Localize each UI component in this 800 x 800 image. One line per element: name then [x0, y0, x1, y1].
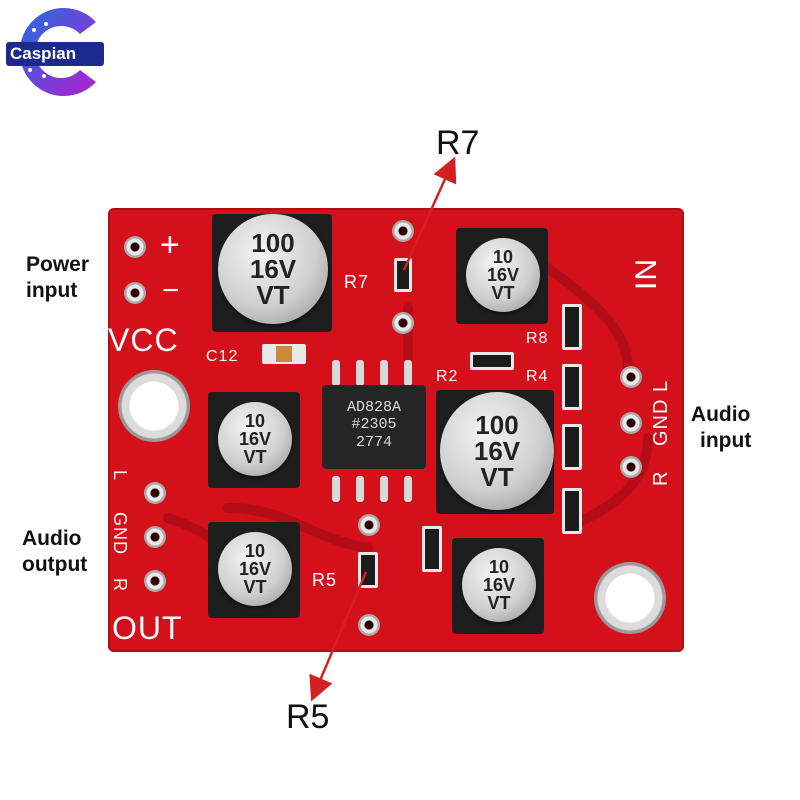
cap-series: VT — [243, 577, 267, 597]
out-silk: OUT — [112, 610, 183, 646]
resistor-right-3 — [562, 424, 582, 470]
r7-top-pad — [392, 220, 414, 242]
cap-series: VT — [243, 447, 267, 467]
audio-in-gnd-pad — [620, 412, 642, 434]
capacitor-100uf-top: 100 16V VT — [218, 214, 328, 324]
cap-series: VT — [480, 462, 514, 492]
r2-silk: R2 — [436, 368, 459, 385]
audio-output-label: Audio output — [22, 526, 87, 579]
cap-voltage: 16V — [473, 436, 521, 466]
callout-r5: R5 — [286, 698, 330, 736]
audio-out-r-pad — [144, 570, 166, 592]
chip-pin — [356, 476, 364, 502]
cap-series: VT — [256, 280, 290, 310]
cap-voltage: 16V — [238, 559, 272, 579]
power-minus-pad — [124, 282, 146, 304]
cap-voltage: 16V — [486, 265, 520, 285]
r5-silk: R5 — [312, 570, 338, 590]
chip-pin — [380, 476, 388, 502]
callout-r7: R7 — [436, 124, 480, 162]
label-line: Power — [26, 253, 90, 276]
cap-voltage: 16V — [238, 429, 272, 449]
capacitor-10uf-left-mid: 10 16V VT — [218, 402, 292, 476]
plus-mark: + — [160, 226, 181, 264]
r5-top-pad — [358, 514, 380, 536]
cap-voltage: 16V — [482, 575, 516, 595]
caspian-logo — [0, 0, 110, 100]
audio-in-l-pad — [620, 366, 642, 388]
resistor-r8 — [562, 304, 582, 350]
r8-silk: R8 — [526, 330, 549, 347]
cap-value: 10 — [244, 541, 266, 561]
resistor-r2 — [470, 352, 514, 370]
chip-line3: 2774 — [355, 433, 392, 451]
audio-in-r-pad — [620, 456, 642, 478]
chip-pin — [404, 476, 412, 502]
minus-mark: − — [162, 274, 181, 307]
capacitor-10uf-bottom-right: 10 16V VT — [462, 548, 536, 622]
chip-line1: AD828A — [346, 399, 401, 416]
r5-bottom-pad — [358, 614, 380, 636]
mounting-hole-left — [118, 370, 190, 442]
power-plus-pad — [124, 236, 146, 258]
audio-input-label: Audio input — [690, 402, 751, 455]
smd-cap-body — [276, 346, 292, 362]
label-line: input — [700, 429, 752, 453]
vcc-label: VCC — [108, 322, 179, 358]
r7-bottom-pad — [392, 312, 414, 334]
chip-pin — [380, 360, 388, 386]
resistor-r4 — [562, 364, 582, 410]
cap-series: VT — [491, 283, 515, 303]
capacitor-100uf-center: 100 16V VT — [440, 392, 554, 510]
cap-value: 10 — [488, 557, 510, 577]
capacitor-10uf-left-bottom: 10 16V VT — [218, 532, 292, 606]
label-line: output — [22, 553, 88, 577]
logo-text: Caspian — [6, 42, 104, 66]
op-amp-chip: AD828A #2305 2774 — [322, 385, 426, 469]
resistor-bottom-center — [422, 526, 442, 572]
chip-pin — [404, 360, 412, 386]
cap-value: 10 — [492, 247, 514, 267]
power-input-label: Power input — [26, 252, 89, 305]
logo-mark — [19, 8, 96, 97]
label-line: input — [26, 279, 78, 303]
cap-value: 100 — [475, 410, 519, 440]
cap-value: 100 — [251, 228, 295, 258]
cap-voltage: 16V — [249, 254, 297, 284]
r7-silk: R7 — [344, 272, 370, 292]
arrow-to-r5-callout — [309, 571, 368, 702]
chip-line2: #2305 — [351, 416, 397, 434]
r4-silk: R4 — [526, 368, 549, 385]
audio-out-gnd-pad — [144, 526, 166, 548]
chip-pin — [356, 360, 364, 386]
cap-series: VT — [487, 593, 511, 613]
cap-value: 10 — [244, 411, 266, 431]
label-line: Audio — [22, 527, 82, 550]
chip-pin — [332, 360, 340, 386]
audio-out-l-pad — [144, 482, 166, 504]
mounting-hole-right — [594, 562, 666, 634]
chip-pin — [332, 476, 340, 502]
c12-silk: C12 — [206, 348, 239, 365]
label-line: Audio — [690, 403, 751, 426]
arrow-to-r7-callout — [402, 156, 457, 271]
resistor-right-4 — [562, 488, 582, 534]
capacitor-10uf-top-right: 10 16V VT — [466, 238, 540, 312]
resistor-r7 — [394, 258, 412, 292]
